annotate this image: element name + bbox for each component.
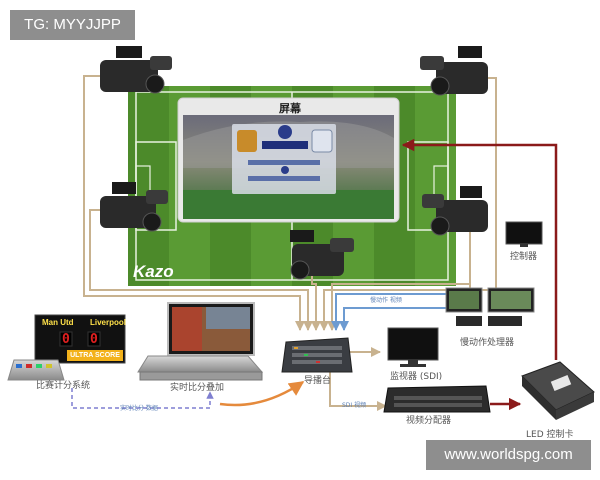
label-monitor-sdi: 监视器 (SDI) (390, 372, 443, 382)
distributor-icon (383, 385, 491, 413)
label-link-replay: 慢动作 视频 (370, 297, 402, 304)
screen-title: 屏幕 (279, 102, 301, 115)
away-team: Liverpool (90, 318, 127, 327)
watermark: www.worldspg.com (426, 440, 591, 470)
home-score: 0 (62, 332, 70, 347)
camera-icon (420, 46, 488, 96)
label-led-control: LED 控制卡 (526, 430, 574, 440)
score-data-line (71, 388, 214, 409)
label-score-overlay: 实时比分叠加 (170, 383, 225, 393)
server-icon (137, 302, 264, 381)
label-monitor-top: 控制器 (510, 252, 538, 262)
replay-icon (445, 287, 535, 326)
away-score: 0 (90, 332, 98, 347)
tag-label: TG: MYYJJPP (10, 10, 135, 40)
switcher-icon (281, 337, 353, 373)
led-control-line (401, 138, 558, 411)
overlay-arrow (219, 380, 305, 407)
home-team: Man Utd (42, 318, 74, 327)
label-switcher: 导播台 (304, 376, 332, 386)
ultra-score-label: ULTRA SCORE (67, 350, 123, 361)
monitor-icon (505, 221, 543, 247)
label-scoring-system: 比赛计分系统 (36, 381, 91, 391)
label-replay: 慢动作处理器 (460, 338, 515, 348)
label-link-overlay: 实时比分 数据 (120, 405, 158, 412)
label-distributor: 视频分配器 (406, 416, 452, 426)
monitor-icon (387, 327, 439, 367)
camera-icon (422, 186, 488, 236)
camera-icon (100, 182, 168, 232)
camera-icon (100, 46, 172, 94)
brand-logo: Kazo (133, 262, 174, 281)
label-link-sdi: SDI 视频 (342, 402, 367, 409)
screen-icon (177, 97, 400, 223)
led-card-icon (521, 361, 595, 420)
replay-links (331, 293, 446, 331)
camera-icon (290, 230, 354, 280)
